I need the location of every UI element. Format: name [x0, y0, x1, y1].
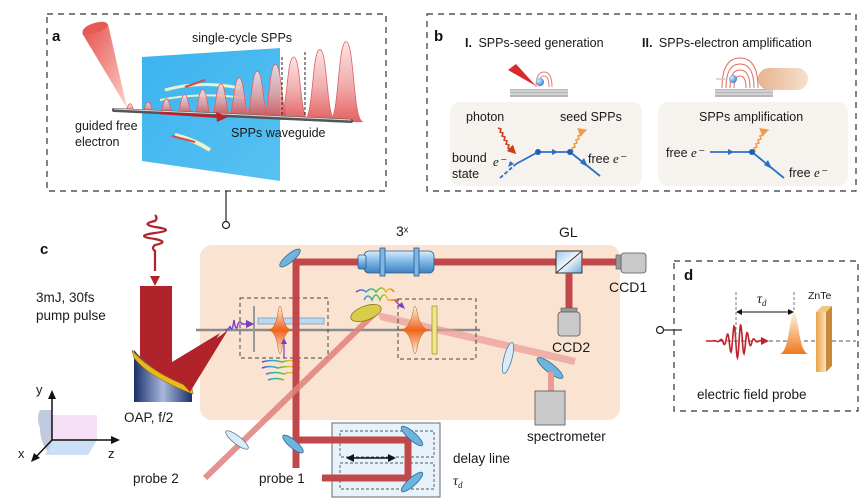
label-bound: bound: [452, 151, 487, 165]
stage2-diagram-box: [658, 102, 848, 186]
label-single-cycle-spps: single-cycle SPPs: [192, 31, 292, 45]
label-delay-line: delay line: [453, 451, 510, 466]
probe2-beam: [202, 309, 379, 481]
axis-label-y: y: [36, 382, 43, 397]
lens-probe2: [225, 430, 249, 450]
panel-c: c 3mJ, 30fs pump pulse OAP, f/2: [18, 214, 647, 498]
label-e-bound: e⁻: [493, 154, 507, 169]
delay-line-stage: [331, 422, 441, 498]
probe-chirp-left: [261, 359, 301, 381]
spp-bump: [278, 56, 310, 120]
lens-spectrometer: [501, 342, 515, 374]
label-photon: photon: [466, 110, 504, 124]
probe-pulse-envelope: [780, 312, 808, 354]
stage1-title: I. SPPs-seed generation: [465, 36, 604, 50]
label-electric-field-probe: electric field probe: [697, 387, 807, 402]
label-spectrometer: spectrometer: [527, 429, 606, 444]
label-free-e-out: free e⁻: [789, 165, 828, 180]
axis-label-x: x: [18, 446, 25, 461]
stage2-title: II. SPPs-electron amplification: [642, 36, 812, 50]
mirror-bottom-left: [282, 434, 304, 454]
label-pump-pulse: pump pulse: [36, 308, 106, 323]
pump-pulse-wave: [142, 214, 168, 271]
pulse-envelope-left: [267, 305, 293, 355]
label-gl: GL: [559, 224, 578, 240]
seed-spp-line: [569, 128, 588, 153]
znte-crystal: [816, 306, 832, 372]
panel-b-frame: [426, 13, 857, 192]
spp-bump: [209, 83, 233, 117]
label-probe-2: probe 2: [133, 471, 179, 486]
laser-cone: [82, 24, 127, 108]
panel-d-frame: [673, 260, 859, 412]
panel-b-letter: b: [434, 28, 443, 45]
label-electron: electron: [75, 135, 120, 149]
spectrometer-box: [534, 390, 566, 426]
label-objective: 3ˣ: [396, 223, 409, 239]
label-tau-d: τd: [757, 292, 767, 308]
spps-waveguide-rod: [112, 108, 353, 123]
thz-waveform: [706, 323, 763, 361]
stage2-illustration: [715, 57, 808, 97]
stage1-illustration: [508, 64, 568, 97]
axis-label-z: z: [108, 446, 115, 461]
spp-bump: [328, 41, 364, 123]
thz-pulse-purple: [224, 319, 255, 331]
amplified-spp-line: [751, 128, 770, 153]
coordinate-axes: [31, 390, 120, 462]
bound-electron-line: [499, 163, 517, 179]
panel-a-letter: a: [52, 28, 61, 45]
panel-c-letter: c: [40, 241, 48, 258]
focus-cone: [172, 330, 228, 392]
pulse-envelope-right: [399, 305, 431, 355]
electron-direction-arrow: [159, 111, 223, 119]
label-ccd2: CCD2: [552, 339, 590, 355]
panel-d: d τd ZnTe electric field probe: [655, 260, 859, 412]
panel-a: a single-cycle SPPs guided free electron…: [46, 13, 387, 230]
yellow-optic: [350, 304, 382, 322]
label-delay-tau: τd: [453, 474, 463, 490]
spp-bump: [303, 49, 337, 121]
detection-crystal: [431, 305, 438, 355]
objective-lens: [357, 247, 435, 277]
label-guided-free: guided free: [75, 119, 138, 133]
label-state: state: [452, 167, 479, 181]
panel-d-letter: d: [684, 267, 693, 284]
label-spps-amplification: SPPs amplification: [699, 110, 803, 124]
ccd2-camera: [557, 307, 581, 337]
probe-chirp-right: [355, 287, 398, 303]
label-ccd1: CCD1: [609, 279, 647, 295]
panel-a-frame: [46, 13, 387, 192]
label-free-e-1: free e⁻: [588, 151, 627, 166]
label-pump-energy: 3mJ, 30fs: [36, 290, 95, 305]
label-seed-spps: seed SPPs: [560, 110, 622, 124]
inset-box-right: [397, 298, 477, 360]
mirror-top-left: [279, 248, 301, 268]
label-znte: ZnTe: [808, 290, 832, 302]
stage1-diagram-box: [450, 102, 642, 186]
label-spps-waveguide: SPPs waveguide: [231, 126, 326, 140]
panel-b: b I. SPPs-seed generation II. SPPs-elect…: [426, 13, 857, 192]
ccd1-camera: [615, 252, 647, 274]
photon-line: [497, 127, 517, 155]
mirror-spectrometer: [536, 357, 564, 379]
label-probe-1: probe 1: [259, 471, 305, 486]
label-free-e-in: free e⁻: [666, 145, 705, 160]
label-oap: OAP, f/2: [124, 410, 173, 425]
signal-beam: [378, 312, 576, 365]
